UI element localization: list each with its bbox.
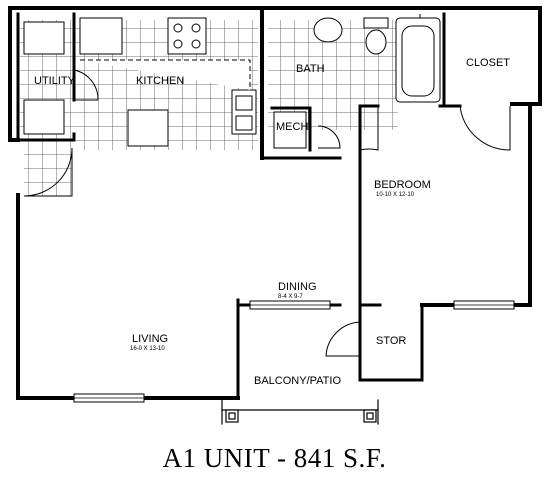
kitchen-island bbox=[127, 109, 169, 147]
kitchen-label: KITCHEN bbox=[136, 75, 184, 87]
bath-fixtures bbox=[273, 17, 441, 149]
tile-floor bbox=[20, 20, 398, 196]
floor-plan-drawing: UTILITY KITCHEN BATH CLOSET MECH BEDROOM… bbox=[8, 6, 542, 425]
balcony-posts bbox=[225, 409, 377, 423]
refrigerator bbox=[79, 17, 123, 55]
stove bbox=[167, 17, 207, 55]
closet-label: CLOSET bbox=[466, 57, 510, 69]
bath-label: BATH bbox=[296, 63, 325, 75]
kitchen-fixtures bbox=[23, 17, 257, 147]
living-label: LIVING bbox=[132, 333, 168, 345]
utility-label: UTILITY bbox=[34, 75, 76, 87]
balcony-label: BALCONY/PATIO bbox=[254, 375, 341, 387]
living-dims: 16-0 X 13-10 bbox=[130, 346, 165, 352]
toilet bbox=[365, 29, 387, 55]
unit-title: A1 UNIT - 841 S.F. bbox=[162, 443, 387, 473]
mech-label: MECH bbox=[276, 121, 308, 133]
bedroom-dims: 10-10 X 12-10 bbox=[376, 192, 415, 198]
dining-dims: 8-4 X 9-7 bbox=[278, 294, 303, 300]
stor-label: STOR bbox=[376, 335, 406, 347]
bedroom-label: BEDROOM bbox=[374, 179, 431, 191]
windows bbox=[73, 300, 515, 403]
sink bbox=[313, 17, 343, 43]
dining-label: DINING bbox=[278, 281, 317, 293]
room-labels: UTILITY KITCHEN BATH CLOSET MECH BEDROOM… bbox=[34, 57, 510, 387]
doors bbox=[23, 14, 511, 357]
